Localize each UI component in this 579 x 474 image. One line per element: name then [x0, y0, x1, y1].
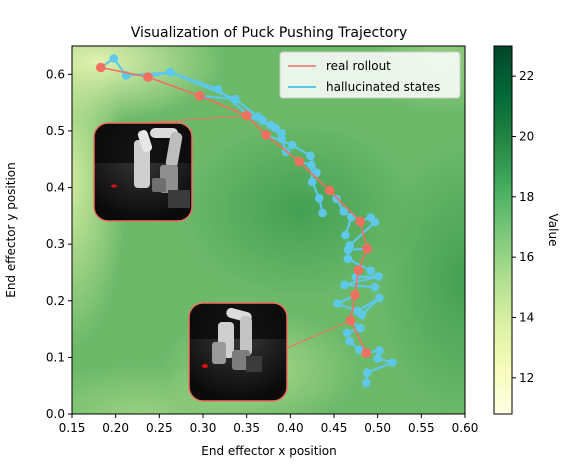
y-tick-label-1: 0.1 — [46, 350, 65, 364]
real-rollout-point-4 — [261, 130, 271, 140]
hallucinated-point-6-1 — [339, 207, 348, 216]
real-rollout-point-1 — [143, 72, 153, 82]
x-axis-label: End effector x position — [201, 444, 337, 458]
inset-top-connector — [142, 115, 247, 124]
hallucinated-point-12-1 — [373, 354, 383, 363]
hallucinated-point-0-0 — [109, 54, 119, 63]
hallucinated-point-8-2 — [366, 266, 376, 276]
y-tick-label-4: 0.4 — [46, 181, 65, 195]
hallucinated-point-3-0 — [271, 123, 280, 133]
x-tick-label-4: 0.35 — [233, 421, 260, 435]
x-tick-label-1: 0.20 — [102, 421, 129, 435]
colorbar-tick-label-0: 12 — [519, 371, 534, 385]
x-tick-label-2: 0.25 — [146, 421, 173, 435]
hallucinated-point-3-1 — [277, 134, 286, 144]
legend: real rollout hallucinated states — [279, 51, 461, 99]
y-tick-label-2: 0.2 — [46, 294, 65, 308]
real-rollout-point-10 — [350, 290, 360, 300]
hallucinated-point-11-3 — [355, 345, 364, 355]
hallucinated-point-12-4 — [362, 378, 371, 388]
legend-label-hallucinated-states: hallucinated states — [326, 80, 440, 94]
x-tick-label-7: 0.50 — [364, 421, 391, 435]
hallucinated-point-5-2 — [314, 194, 324, 203]
real-rollout-point-12 — [361, 348, 372, 358]
colorbar-tick-label-1: 14 — [519, 310, 534, 324]
colorbar-tick-label-3: 18 — [519, 190, 534, 204]
hallucinated-point-11-2 — [345, 337, 355, 346]
x-axis-ticks: 0.15 0.20 0.25 0.30 0.35 0.40 0.45 0.50 0.55 0.60 — [59, 414, 479, 435]
hallucinated-point-6-3 — [341, 230, 350, 240]
legend-label-real-rollout: real rollout — [326, 59, 391, 73]
hallucinated-point-7-1 — [370, 217, 380, 227]
y-tick-label-5: 0.5 — [46, 124, 65, 138]
x-tick-label-9: 0.60 — [452, 421, 479, 435]
hallucinated-point-6-2 — [347, 212, 356, 222]
hallucinated-point-9-1 — [374, 272, 383, 281]
colorbar-ticks: 12 14 16 18 20 22 — [512, 69, 534, 385]
hallucinated-branch-line-8 — [346, 247, 372, 272]
hallucinated-point-4-0 — [287, 140, 297, 150]
hallucinated-point-8-1 — [343, 254, 353, 264]
real-rollout-point-2 — [194, 91, 205, 101]
real-rollout-point-9 — [353, 265, 364, 276]
robot-arm-inset-bottom — [188, 302, 351, 402]
hallucinated-point-11-0 — [355, 323, 365, 333]
colorbar-label: Value — [546, 214, 560, 247]
hallucinated-point-5-1 — [307, 177, 317, 187]
real-rollout-point-3 — [241, 110, 252, 121]
hallucinated-point-11-1 — [342, 328, 352, 338]
x-tick-label-6: 0.45 — [321, 421, 348, 435]
legend-box — [279, 51, 461, 99]
real-rollout-point-5 — [294, 156, 304, 167]
hallucinated-point-12-3 — [362, 368, 372, 378]
plot-layer — [96, 54, 397, 388]
plot-frame — [71, 45, 466, 415]
hallucinated-point-6-0 — [332, 194, 341, 204]
hallucinated-point-9-3 — [370, 282, 380, 292]
x-tick-label-8: 0.55 — [408, 421, 435, 435]
x-tick-label-3: 0.30 — [190, 421, 217, 435]
inset-bottom-connector — [286, 320, 351, 349]
hallucinated-point-1-0 — [165, 67, 175, 77]
real-rollout-point-8 — [362, 243, 373, 254]
hallucinated-point-10-3 — [357, 310, 367, 320]
hallucinated-point-2-1 — [253, 112, 263, 122]
y-tick-label-0: 0.0 — [46, 407, 65, 421]
colorbar-tick-label-4: 20 — [519, 129, 534, 143]
real-rollout-point-6 — [324, 185, 335, 196]
hallucinated-point-12-2 — [388, 358, 397, 367]
y-axis-ticks: 0.0 0.1 0.2 0.3 0.4 0.5 0.6 — [46, 67, 72, 421]
hallucinated-point-10-0 — [333, 299, 342, 308]
hallucinated-point-1-1 — [213, 84, 223, 94]
x-tick-label-5: 0.40 — [277, 421, 304, 435]
colorbar: 12 14 16 18 20 22 Value — [493, 45, 560, 415]
y-tick-label-3: 0.3 — [46, 237, 65, 251]
hallucinated-point-4-1 — [306, 151, 315, 161]
x-tick-label-0: 0.15 — [59, 421, 86, 435]
real-rollout-point-11 — [345, 315, 356, 326]
robot-arm-inset-top — [93, 115, 247, 222]
chart-title: Visualization of Puck Pushing Trajectory — [131, 25, 408, 41]
real-rollout-point-7 — [355, 216, 366, 227]
hallucinated-point-8-0 — [343, 245, 353, 255]
hallucinated-point-12-0 — [375, 346, 384, 355]
colorbar-tick-label-5: 22 — [519, 69, 534, 83]
hallucinated-point-9-2 — [340, 280, 349, 290]
colorbar-gradient — [493, 45, 513, 415]
y-axis-label: End effector y position — [4, 162, 18, 298]
hallucinated-point-5-0 — [307, 160, 316, 170]
real-rollout-point-0 — [96, 62, 106, 73]
hallucinated-point-5-3 — [318, 208, 327, 218]
hallucinated-point-2-0 — [231, 94, 240, 104]
colorbar-tick-label-2: 16 — [519, 250, 534, 264]
hallucinated-point-10-2 — [375, 293, 384, 303]
y-tick-label-6: 0.6 — [46, 67, 65, 81]
